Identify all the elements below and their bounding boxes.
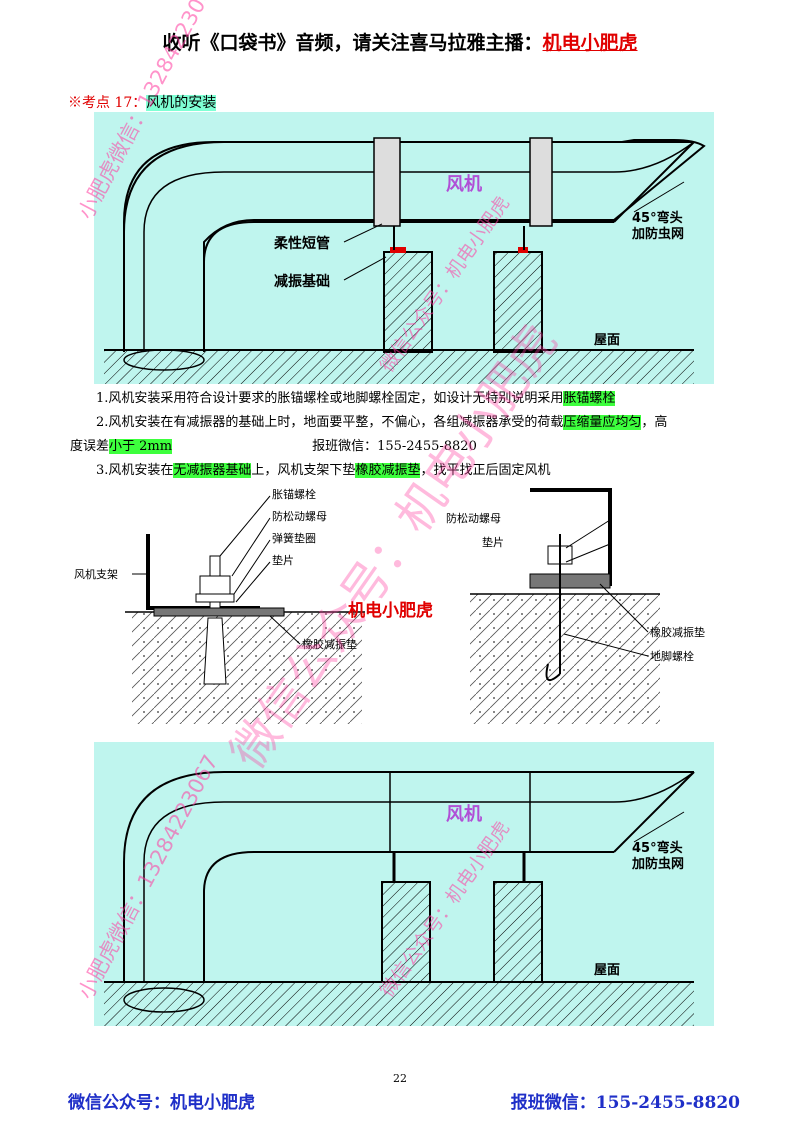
washer-left — [195, 593, 235, 603]
rubber-pad-right — [529, 573, 611, 589]
top-diagram-svg: 风机 柔性短管 减振基础 45°弯头 加防虫网 屋面 — [104, 137, 706, 384]
base-left-bottom — [381, 881, 431, 983]
duct-inner-bottom — [203, 851, 614, 982]
flex-duct-right — [529, 137, 553, 227]
item-1: 1.风机安装采用符合设计要求的胀锚螺栓或地脚螺栓固定，如设计无特别说明采用胀锚螺… — [96, 391, 616, 406]
footer-right: 报班微信：155-2455-8820 — [510, 1093, 740, 1113]
label-foundation-bolt: 地脚螺栓 — [650, 649, 694, 663]
elbow-label-bottom-1: 45°弯头 — [632, 840, 683, 856]
pipe-ellipse — [123, 349, 205, 371]
duct-inner — [203, 221, 614, 352]
roof-hatch — [104, 350, 694, 384]
elbow-label-bottom-2: 加防虫网 — [631, 856, 684, 872]
right-bracket — [530, 488, 612, 586]
label-nut-right: 防松动螺母 — [446, 511, 501, 525]
roof-label-bottom: 屋面 — [594, 963, 620, 978]
flex-marker-left — [390, 247, 406, 253]
label-washer: 弹簧垫圈 — [272, 531, 316, 545]
item-3-highlight-1: 无减振器基础 — [173, 463, 252, 478]
duct-mid — [143, 141, 695, 352]
duct-outer-bottom — [123, 771, 694, 982]
elbow-label-1: 45°弯头 — [632, 210, 683, 226]
nut-left — [199, 575, 231, 595]
brand-label: 机电小肥虎 — [348, 600, 433, 621]
elbow-label-2: 加防虫网 — [631, 226, 684, 242]
bottom-diagram-svg: 风机 45°弯头 加防虫网 屋面 — [104, 771, 695, 1026]
flex-duct-label: 柔性短管 — [273, 235, 330, 252]
label-pad-right: 垫片 — [482, 535, 504, 549]
rubber-pad-left — [153, 607, 285, 617]
item-3: 3.风机安装在无减振器基础上，风机支架下垫橡胶减振垫，找平找正后固定风机 — [96, 463, 551, 478]
section-prefix: ※考点 17： — [68, 95, 147, 111]
page-header: 收听《口袋书》音频，请关注喜马拉雅主播：机电小肥虎 — [0, 28, 800, 55]
label-anchor-bolt: 胀锚螺栓 — [272, 487, 316, 501]
contact-inline: 报班微信：155-2455-8820 — [312, 439, 477, 454]
bottom-diagram: 风机 45°弯头 加防虫网 屋面 — [94, 742, 714, 1026]
mid-diagram-svg: 胀锚螺栓 防松动螺母 弹簧垫圈 垫片 风机支架 橡胶减振垫 机电小肥虎 防松动螺… — [74, 487, 705, 724]
section-title: ※考点 17：风机的安装 — [68, 92, 217, 112]
fan-label: 风机 — [446, 174, 482, 195]
flex-duct-left — [373, 137, 401, 227]
left-concrete — [132, 612, 362, 724]
label-rubber-right: 橡胶减振垫 — [650, 625, 705, 639]
duct-outer — [123, 141, 694, 352]
base-left — [383, 251, 433, 353]
item-2-highlight-2: 小于 2mm — [109, 439, 173, 454]
label-nut: 防松动螺母 — [272, 509, 327, 523]
anchor-sleeve — [203, 617, 227, 685]
page-number: 22 — [393, 1072, 407, 1085]
header-text: 收听《口袋书》音频，请关注喜马拉雅主播： — [162, 32, 543, 54]
label-bracket: 风机支架 — [74, 567, 118, 581]
base-right-bottom — [493, 881, 543, 983]
mid-diagram: 胀锚螺栓 防松动螺母 弹簧垫圈 垫片 风机支架 橡胶减振垫 机电小肥虎 防松动螺… — [70, 484, 730, 724]
header-highlight: 机电小肥虎 — [542, 32, 638, 54]
item-2: 2.风机安装在有减振器的基础上时，地面要平整，不偏心，各组减振器承受的荷载压缩量… — [96, 415, 668, 430]
top-diagram: 风机 柔性短管 减振基础 45°弯头 加防虫网 屋面 — [94, 112, 714, 384]
label-rubber-left: 橡胶减振垫 — [302, 637, 357, 651]
roof-label: 屋面 — [594, 333, 620, 348]
item-3-highlight-2: 橡胶减振垫 — [355, 463, 421, 478]
right-concrete — [470, 594, 660, 724]
base-label: 减振基础 — [274, 273, 330, 290]
item-2-highlight: 压缩量应均匀 — [563, 415, 642, 430]
footer-left: 微信公众号：机电小肥虎 — [68, 1093, 255, 1113]
label-pad: 垫片 — [272, 553, 294, 567]
item-1-highlight: 胀锚螺栓 — [563, 391, 616, 406]
section-title-text: 风机的安装 — [146, 95, 217, 111]
elbow-cut — [613, 141, 695, 223]
fan-label-bottom: 风机 — [446, 804, 482, 825]
